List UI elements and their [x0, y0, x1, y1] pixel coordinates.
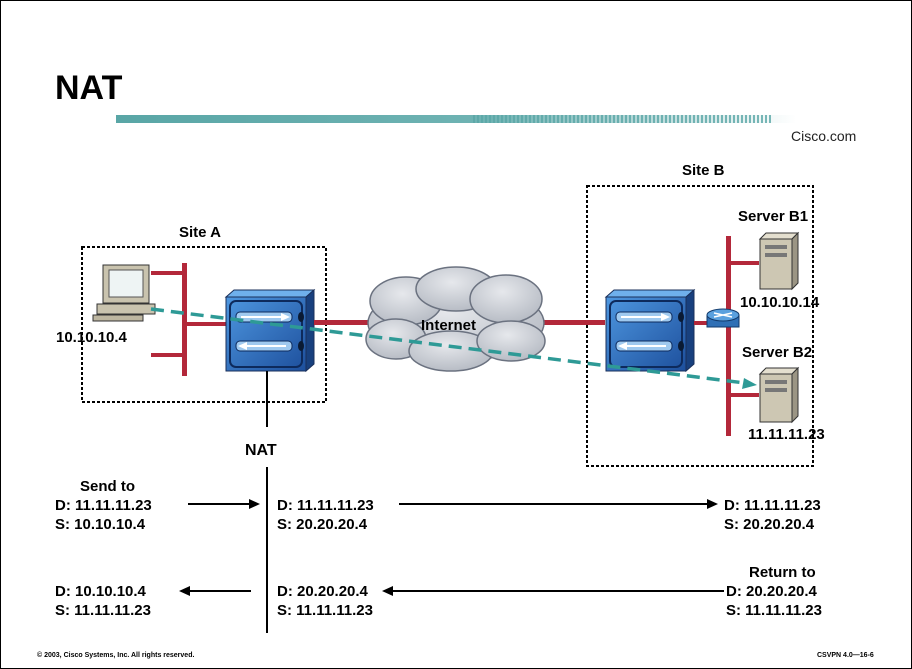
router-icon	[706, 308, 740, 328]
firewall-a-icon	[224, 288, 316, 373]
site-b-lan-bus	[726, 236, 731, 436]
server-b1-icon	[758, 231, 800, 291]
site-b-box	[586, 185, 814, 467]
course-code: CSVPN 4.0—16-6	[817, 652, 874, 659]
row2-right-src: S: 11.11.11.23	[726, 602, 822, 619]
server-b2-icon	[758, 366, 800, 424]
send-to-label: Send to	[80, 478, 135, 495]
server-b1-label: Server B1	[738, 208, 809, 225]
site-a-label: Site A	[179, 224, 221, 241]
row1-right-src: S: 20.20.20.4	[724, 516, 815, 533]
row1-left-dest: D: 11.11.11.23	[55, 497, 152, 514]
row1-mid-src: S: 20.20.20.4	[277, 516, 368, 533]
row2-left-dest: D: 10.10.10.4	[55, 583, 146, 600]
internet-label: Internet	[421, 317, 477, 334]
return-to-label: Return to	[749, 564, 816, 581]
copyright: © 2003, Cisco Systems, Inc. All rights r…	[37, 652, 195, 659]
server-b2-label: Server B2	[742, 344, 813, 361]
server-b1-ip: 10.10.10.14	[740, 294, 820, 311]
row2-right-dest: D: 20.20.20.4	[726, 583, 817, 600]
server-b2-ip: 11.11.11.23	[748, 426, 825, 443]
row1-mid-dest: D: 11.11.11.23	[277, 497, 374, 514]
host-a-ip: 10.10.10.4	[56, 329, 127, 346]
flow-arrows	[179, 499, 724, 596]
pc-icon	[92, 264, 156, 322]
firewall-b-icon	[604, 288, 696, 373]
wan-link-b	[543, 320, 605, 325]
title-banner-stripes	[471, 115, 771, 123]
row2-mid-dest: D: 20.20.20.4	[277, 583, 368, 600]
row2-mid-src: S: 11.11.11.23	[277, 602, 373, 619]
wan-link-a	[314, 320, 376, 325]
nat-label: NAT	[245, 442, 277, 459]
row1-left-src: S: 10.10.10.4	[55, 516, 146, 533]
title-banner	[116, 115, 796, 123]
site-a-lan-bus	[182, 263, 187, 376]
site-b-label: Site B	[682, 162, 725, 179]
slide-title: NAT	[55, 69, 123, 107]
row2-left-src: S: 11.11.11.23	[55, 602, 151, 619]
row1-right-dest: D: 11.11.11.23	[724, 497, 821, 514]
cisco-brand: Cisco.com	[791, 128, 857, 144]
